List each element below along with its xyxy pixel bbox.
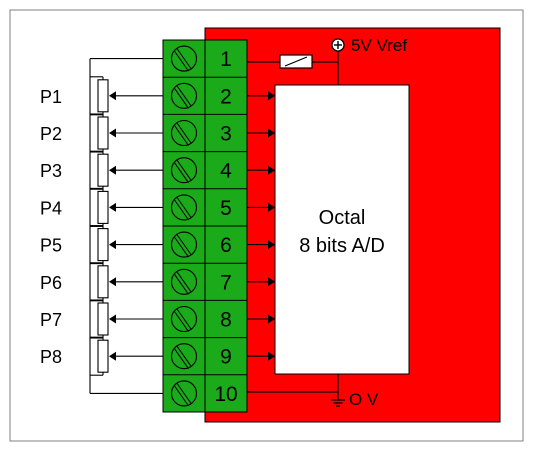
vref-label: 5V Vref <box>351 36 407 55</box>
wiper-arrow-icon <box>109 202 116 212</box>
screw-icon <box>170 157 198 184</box>
terminal-number: 10 <box>214 383 237 406</box>
vref-resistor <box>247 51 339 85</box>
terminal-number: 8 <box>220 309 232 332</box>
terminal-9: 9 <box>163 337 247 370</box>
terminal-number: 9 <box>220 346 232 369</box>
screw-icon <box>170 305 198 333</box>
terminal-number: 2 <box>220 85 232 108</box>
ground-label: O V <box>349 390 379 409</box>
potentiometer-label: P5 <box>40 236 62 256</box>
screw-icon <box>170 380 198 407</box>
terminal-number: 5 <box>220 197 232 220</box>
wiper-arrow-icon <box>109 91 116 101</box>
screw-icon <box>170 194 198 221</box>
terminal-2: 2 <box>163 76 247 109</box>
adc-chip <box>274 84 410 375</box>
terminal-10: 10 <box>163 374 247 407</box>
terminal-number: 4 <box>220 160 232 183</box>
potentiometer-label: P1 <box>40 87 62 107</box>
wiper-arrow-icon <box>109 314 116 324</box>
screw-icon <box>170 231 198 258</box>
potentiometer-p1: P1 <box>40 76 163 116</box>
wiper-arrow-icon <box>109 128 116 138</box>
vref-symbol-icon <box>331 38 345 52</box>
terminal-rows: 1 2 3 4 5 6 7 8 9 10 <box>163 45 247 407</box>
potentiometer-label: P8 <box>40 347 62 367</box>
terminal-3: 3 <box>163 113 247 147</box>
potentiometer-p2: P2 <box>40 113 163 153</box>
terminal-number: 1 <box>220 48 232 71</box>
screw-icon <box>170 82 198 109</box>
terminal-6: 6 <box>163 225 247 258</box>
wiper-arrow-icon <box>109 240 116 250</box>
wiper-arrow-icon <box>109 165 116 175</box>
arrow-icon <box>268 202 275 212</box>
wiper-arrow-icon <box>109 277 116 287</box>
arrow-icon <box>268 351 275 361</box>
arrow-icon <box>268 240 275 250</box>
potentiometer-p8: P8 <box>40 336 163 376</box>
terminal-number: 7 <box>220 271 232 294</box>
potentiometer-label: P6 <box>40 273 62 293</box>
ground-symbol-icon <box>331 399 345 407</box>
arrow-icon <box>268 128 275 138</box>
adc-label-line1: Octal <box>319 207 366 229</box>
terminal-7: 7 <box>163 262 247 295</box>
wiper-arrow-icon <box>109 351 116 361</box>
terminal-4: 4 <box>163 151 247 184</box>
terminal-5: 5 <box>163 188 247 221</box>
potentiometer-label: P2 <box>40 124 62 144</box>
ground-wiring <box>247 374 339 400</box>
potentiometer-p4: P4 <box>40 187 163 227</box>
terminal-1: 1 <box>170 45 232 72</box>
screw-icon <box>170 119 198 147</box>
potentiometer-label: P3 <box>40 161 62 181</box>
terminal-8: 8 <box>163 299 247 333</box>
screw-icon <box>170 343 198 370</box>
screw-icon <box>170 268 198 295</box>
arrow-icon <box>268 91 275 101</box>
adc-label-line2: 8 bits A/D <box>299 235 385 257</box>
arrow-icon <box>268 314 275 324</box>
arrow-icon <box>268 277 275 287</box>
potentiometer-label: P4 <box>40 198 62 218</box>
potentiometer-p3: P3 <box>40 150 163 190</box>
screw-icon <box>170 45 198 72</box>
arrow-icon <box>268 165 275 175</box>
potentiometer-label: P7 <box>40 310 62 330</box>
potentiometer-p7: P7 <box>40 299 163 339</box>
terminal-number: 3 <box>220 123 232 146</box>
terminal-number: 6 <box>220 234 232 257</box>
